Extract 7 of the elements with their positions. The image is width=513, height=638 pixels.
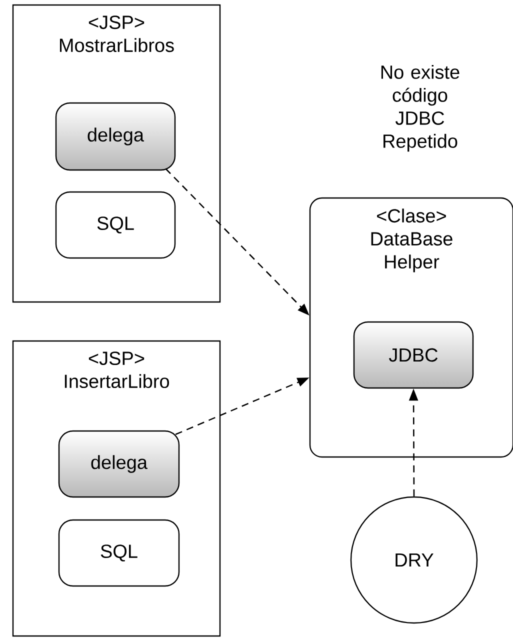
rounded-box: SQL — [55, 191, 176, 259]
circle-node: DRY — [350, 496, 478, 624]
rounded-box: JDBC — [353, 321, 474, 389]
rounded-box: SQL — [58, 519, 180, 587]
rounded-box: delega — [55, 102, 176, 171]
note-text: No existe código JDBC Repetido — [381, 64, 460, 152]
rounded-box: delega — [58, 430, 180, 498]
